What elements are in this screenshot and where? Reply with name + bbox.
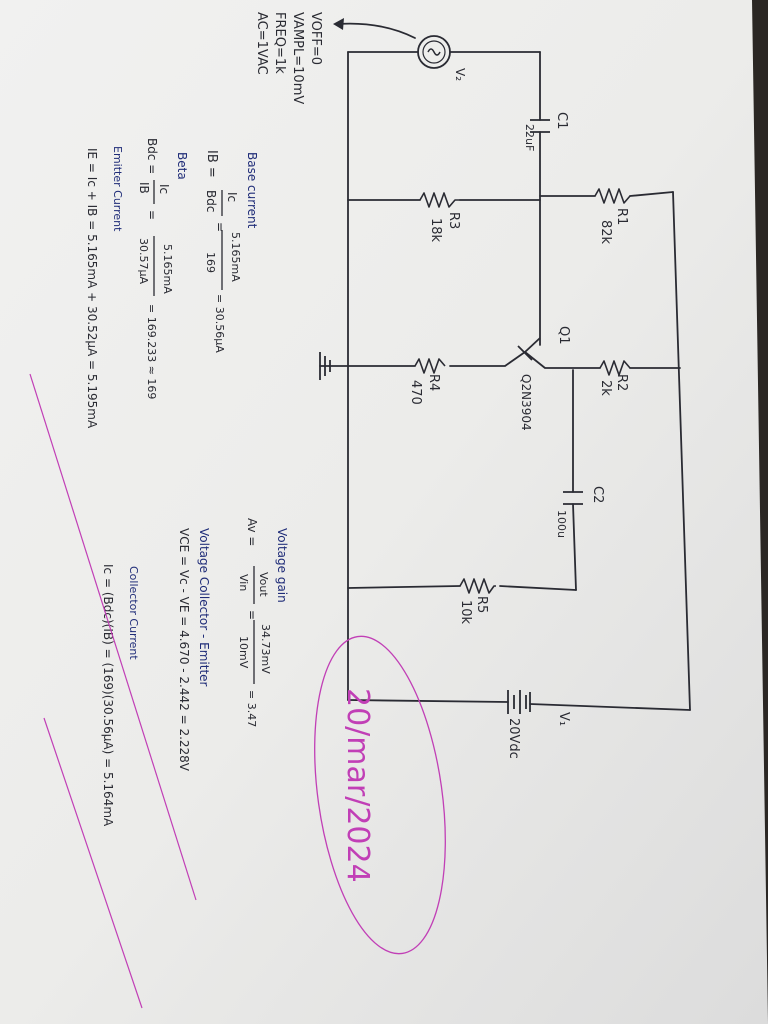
beta-title: Beta <box>175 152 189 180</box>
label-r5-name: R5 <box>474 596 489 613</box>
beta-f1-den: IB <box>137 182 151 194</box>
resistor-zigzags <box>414 188 631 594</box>
base-current-lhs: IB = <box>204 150 219 178</box>
label-c1-value: 22uF <box>523 124 536 151</box>
resistor-r3-zigzag <box>419 192 460 208</box>
label-c1-name: C1 <box>554 112 569 129</box>
vce-expr: VCE = Vc - VE = 4.670 - 2.442 = 2.228V <box>177 528 191 772</box>
collector-current-expr: Ic = (Bdc)(IB) = (169)(30.56μA) = 5.164m… <box>101 564 115 827</box>
resistor-r2-zigzag <box>599 360 631 376</box>
date-oval <box>314 635 446 955</box>
voltage-gain-f2-den: 10mV <box>237 636 250 669</box>
label-r3-name: R3 <box>446 212 461 229</box>
label-v1-value: 20Vdc <box>506 718 521 759</box>
pen-stroke-2 <box>43 717 143 1009</box>
circuit-wires <box>319 22 691 711</box>
param-vampl: VAMPL=10mV <box>290 12 305 104</box>
voltage-gain-f2-num: 34.73mV <box>259 624 272 674</box>
param-freq: FREQ=1k <box>272 12 287 74</box>
resistor-r4-zigzag <box>414 358 446 374</box>
base-current-f1-den: Bdc <box>204 190 218 212</box>
base-current-f2-num: 5.165mA <box>229 232 242 282</box>
pen-stroke-1 <box>29 373 197 901</box>
label-r5-value: 10k <box>458 600 473 625</box>
label-r2-value: 2k <box>598 380 613 396</box>
beta-f1-num: Ic <box>157 184 171 194</box>
voltage-gain-title: Voltage gain <box>275 528 289 603</box>
label-c2-name: C2 <box>590 486 605 503</box>
ground-symbol <box>319 352 331 380</box>
param-ac: AC=1VAC <box>254 12 269 75</box>
ac-source-v2 <box>417 35 451 69</box>
collector-current-title: Collector Current <box>127 566 140 660</box>
beta-lhs: Bdc = <box>145 138 159 174</box>
base-current-result: = 30.56μA <box>213 294 226 353</box>
battery-v1 <box>507 690 531 714</box>
base-current-f2-den: 169 <box>204 252 217 273</box>
label-r2-name: R2 <box>614 374 629 391</box>
resistor-r1-zigzag <box>594 188 631 204</box>
label-r1-name: R1 <box>614 208 629 225</box>
params-arrowhead <box>333 18 344 30</box>
emitter-current-title: Emitter Current <box>111 146 124 232</box>
date-annotation: 20/mar/2024 <box>340 688 375 883</box>
vce-title: Voltage Collector - Emitter <box>197 528 211 687</box>
transistor-q1 <box>504 337 546 369</box>
beta-f2-den: 30.57μA <box>137 238 150 284</box>
emitter-current-expr: IE = Ic + IB = 5.165mA + 30.52μA = 5.195… <box>85 148 99 429</box>
capacitor-c2 <box>563 491 583 505</box>
beta-result: = 169.233 ≈ 169 <box>145 304 158 399</box>
label-r4-value: 470 <box>408 380 423 405</box>
label-q1-model: Q2N3904 <box>519 374 533 431</box>
resistor-r5-zigzag <box>459 578 496 594</box>
capacitor-c1 <box>530 119 550 133</box>
beta-f2-num: 5.165mA <box>161 244 174 294</box>
voltage-gain-f1-num: Vout <box>257 572 270 597</box>
base-current-eq: = <box>213 222 227 232</box>
beta-eq: = <box>145 210 159 220</box>
label-r3-value: 18k <box>428 218 443 243</box>
label-q1-name: Q1 <box>556 326 571 345</box>
voltage-gain-f1-den: Vin <box>237 574 250 591</box>
voltage-gain-eq: = <box>245 610 259 620</box>
source-label-v2: V₂ <box>453 68 467 81</box>
label-r4-name: R4 <box>426 374 441 391</box>
label-c2-value: 100u <box>555 510 568 538</box>
base-current-title: Base current <box>245 152 259 229</box>
param-voff: VOFF=0 <box>308 12 323 65</box>
voltage-gain-result: = 3.47 <box>245 690 258 727</box>
base-current-f1-num: Ic <box>225 192 239 202</box>
label-r1-value: 82k <box>598 220 613 245</box>
voltage-gain-lhs: Av = <box>245 518 259 546</box>
label-v1-name: V₁ <box>556 712 571 726</box>
